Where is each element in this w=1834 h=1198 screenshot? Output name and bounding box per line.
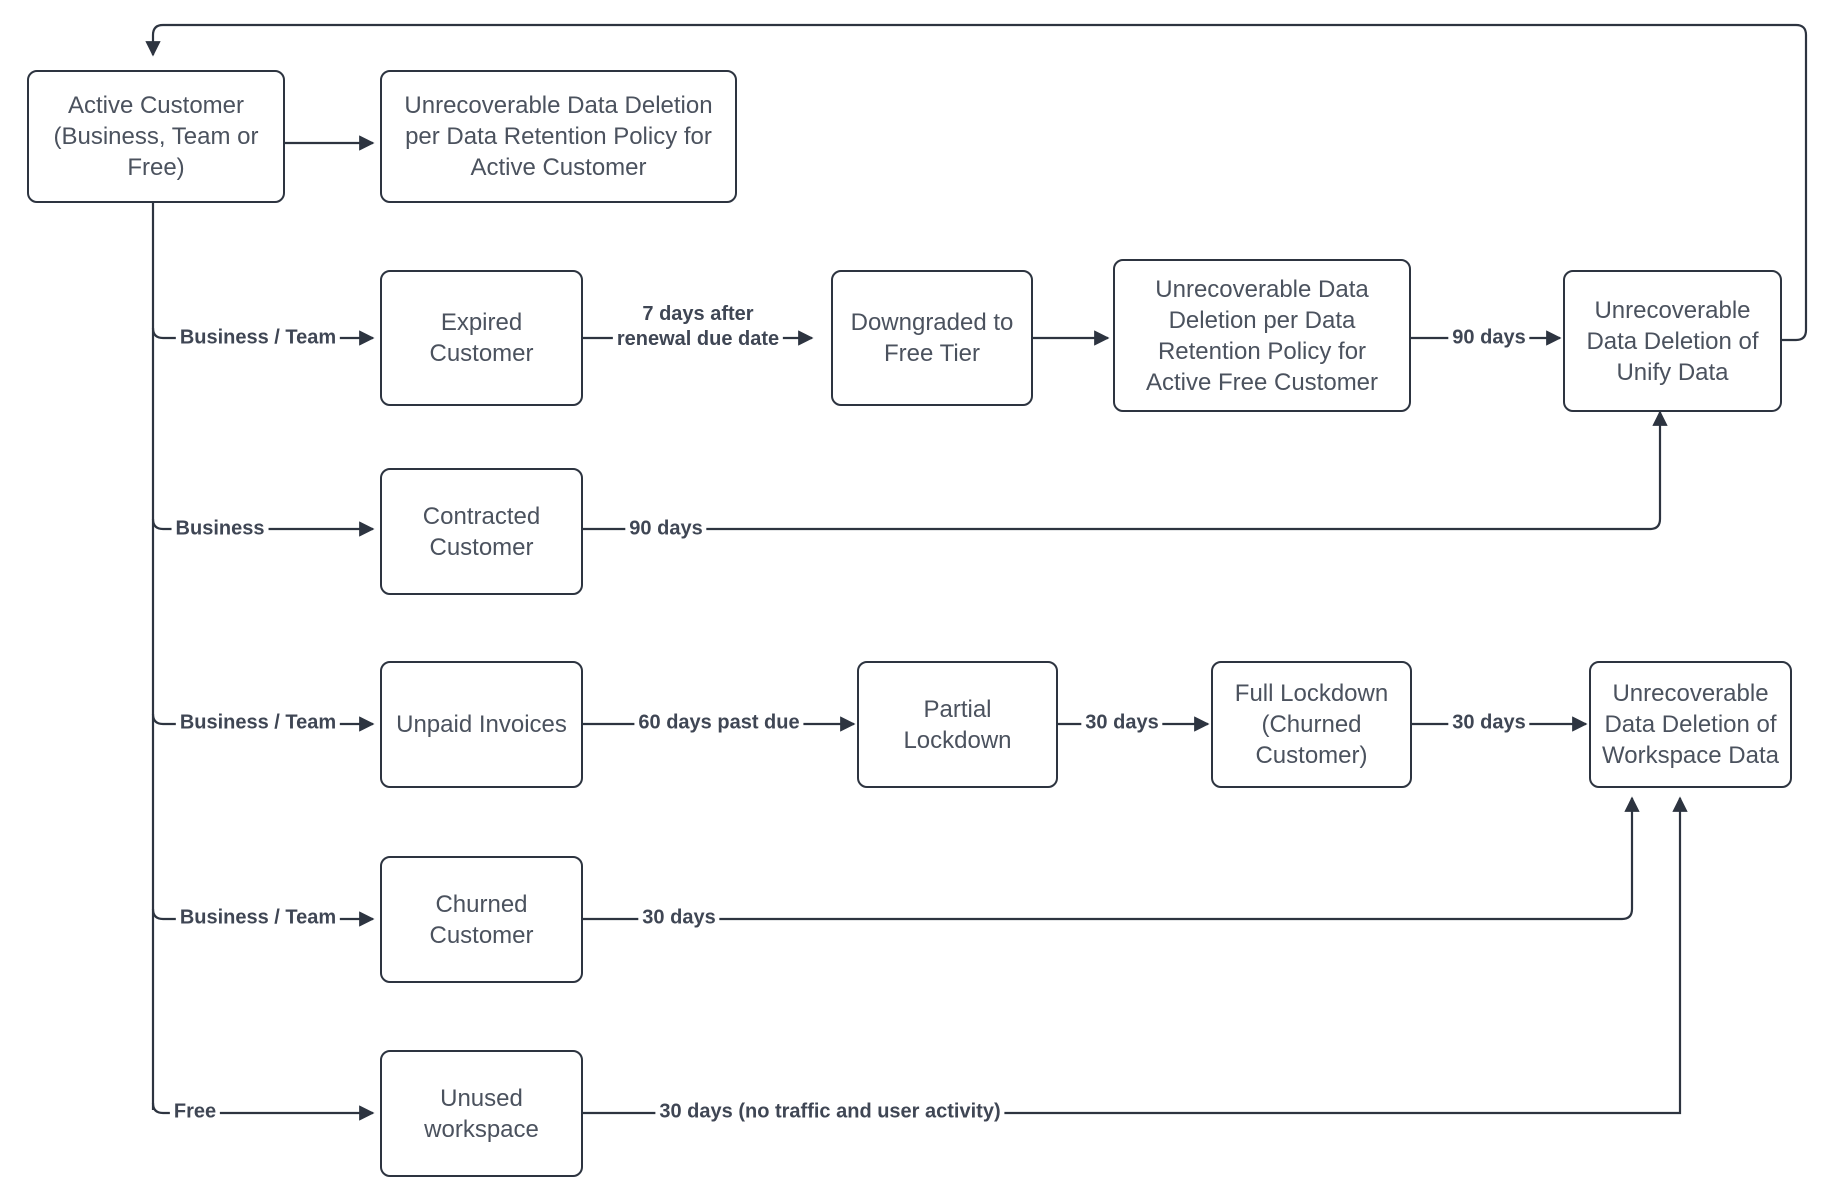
edge-label-branch-business-team-expired: Business / Team xyxy=(175,325,341,351)
node-full-lockdown-churned[interactable]: Full Lockdown (Churned Customer) xyxy=(1211,661,1412,788)
edge-label-branch-free-unused: Free xyxy=(169,1099,221,1125)
node-downgraded-free-tier[interactable]: Downgraded to Free Tier xyxy=(831,270,1033,406)
node-unused-workspace[interactable]: Unused workspace xyxy=(380,1050,583,1177)
edge-branch-unused xyxy=(151,1102,375,1121)
edge-branch-contracted xyxy=(151,518,375,537)
edge-label-full-to-workspace: 30 days xyxy=(1448,710,1530,736)
node-workspace-data-deletion[interactable]: Unrecoverable Data Deletion of Workspace… xyxy=(1589,661,1792,788)
node-active-retention-policy[interactable]: Unrecoverable Data Deletion per Data Ret… xyxy=(380,70,737,203)
node-free-retention-policy[interactable]: Unrecoverable Data Deletion per Data Ret… xyxy=(1113,259,1411,412)
edge-branch-churned xyxy=(151,908,375,927)
node-unify-data-deletion[interactable]: Unrecoverable Data Deletion of Unify Dat… xyxy=(1563,270,1782,412)
node-churned-customer[interactable]: Churned Customer xyxy=(380,856,583,983)
edge-label-branch-business-team-unpaid: Business / Team xyxy=(175,710,341,736)
edge-unused-to-workspace xyxy=(583,796,1688,1115)
node-unpaid-invoices[interactable]: Unpaid Invoices xyxy=(380,661,583,788)
edge-label-expired-to-downgraded: 7 days after renewal due date xyxy=(612,302,784,352)
edge-label-unpaid-to-partial: 60 days past due xyxy=(634,710,804,736)
edge-label-contracted-to-unify: 90 days xyxy=(625,516,707,542)
edge-branch-unpaid xyxy=(151,713,375,732)
node-contracted-customer[interactable]: Contracted Customer xyxy=(380,468,583,595)
edge-branch-expired xyxy=(151,327,375,346)
node-active-customer[interactable]: Active Customer (Business, Team or Free) xyxy=(27,70,285,203)
edge-label-branch-business-team-churned: Business / Team xyxy=(175,905,341,931)
edge-label-partial-to-full: 30 days xyxy=(1081,710,1163,736)
edge-label-branch-business-contracted: Business xyxy=(171,516,269,542)
node-partial-lockdown[interactable]: Partial Lockdown xyxy=(857,661,1058,788)
edge-churned-to-workspace xyxy=(583,796,1640,921)
edge-unify-to-active-loop xyxy=(145,23,1808,342)
node-expired-customer[interactable]: Expired Customer xyxy=(380,270,583,406)
edge-label-churned-to-workspace: 30 days xyxy=(638,905,720,931)
edge-label-unused-to-workspace: 30 days (no traffic and user activity) xyxy=(655,1099,1005,1125)
edge-label-free-retention-to-unify: 90 days xyxy=(1448,325,1530,351)
edge-contracted-to-unify xyxy=(583,410,1668,531)
